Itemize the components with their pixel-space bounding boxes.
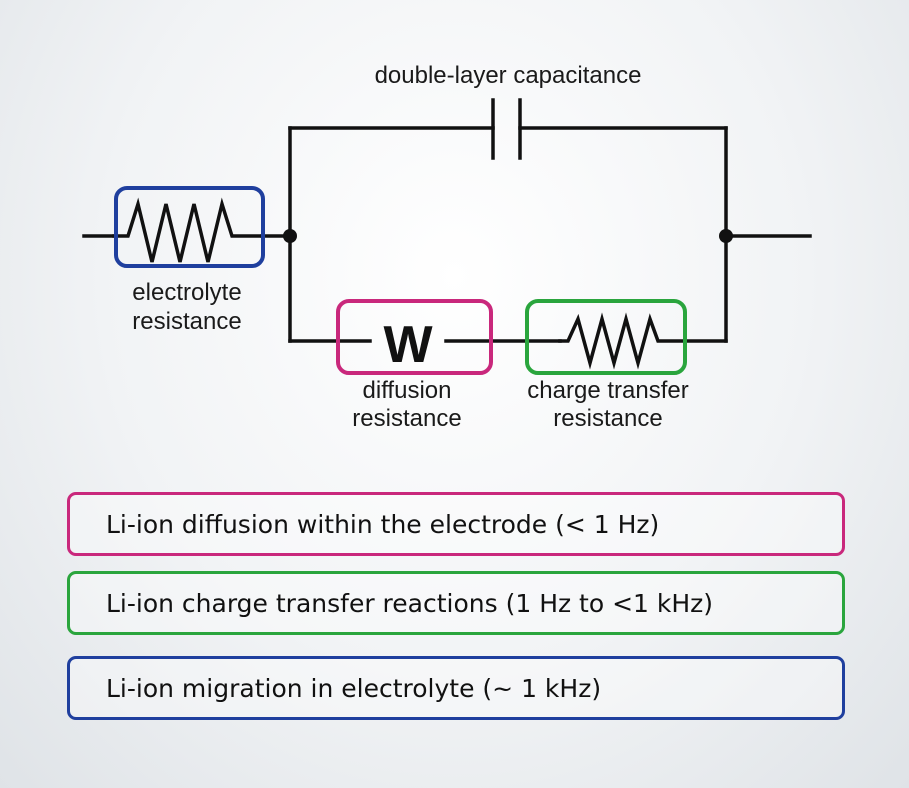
legend-diffusion-text: Li-ion diffusion within the electrode (<… <box>106 509 660 539</box>
electrolyte-resistor <box>112 197 264 263</box>
diffusion-label-line1: diffusion <box>363 377 452 404</box>
charge-transfer-resistor <box>558 312 728 370</box>
legend-diffusion-box: Li-ion diffusion within the electrode (<… <box>67 492 845 556</box>
charge-transfer-highlight-box <box>525 299 687 375</box>
equivalent-circuit-diagram: W double-layer capacitance electrolyte r… <box>82 62 812 432</box>
charge-transfer-label-line1: charge transfer <box>527 377 688 404</box>
right-junction-node <box>719 229 733 243</box>
legend-charge-transfer-text: Li-ion charge transfer reactions (1 Hz t… <box>106 588 714 618</box>
legend-charge-transfer-box: Li-ion charge transfer reactions (1 Hz t… <box>67 571 845 635</box>
left-junction-node <box>283 229 297 243</box>
electrolyte-label-line1: electrolyte <box>132 279 241 306</box>
warburg-symbol: W <box>383 316 433 374</box>
diffusion-highlight-box <box>336 299 493 375</box>
diffusion-label-line2: resistance <box>352 405 461 432</box>
legend-migration-box: Li-ion migration in electrolyte (~ 1 kHz… <box>67 656 845 720</box>
legend-migration-text: Li-ion migration in electrolyte (~ 1 kHz… <box>106 673 602 703</box>
electrolyte-highlight-box <box>114 186 265 268</box>
electrolyte-label-line2: resistance <box>132 308 241 335</box>
charge-transfer-label-line2: resistance <box>553 405 662 432</box>
capacitance-label: double-layer capacitance <box>375 62 642 89</box>
